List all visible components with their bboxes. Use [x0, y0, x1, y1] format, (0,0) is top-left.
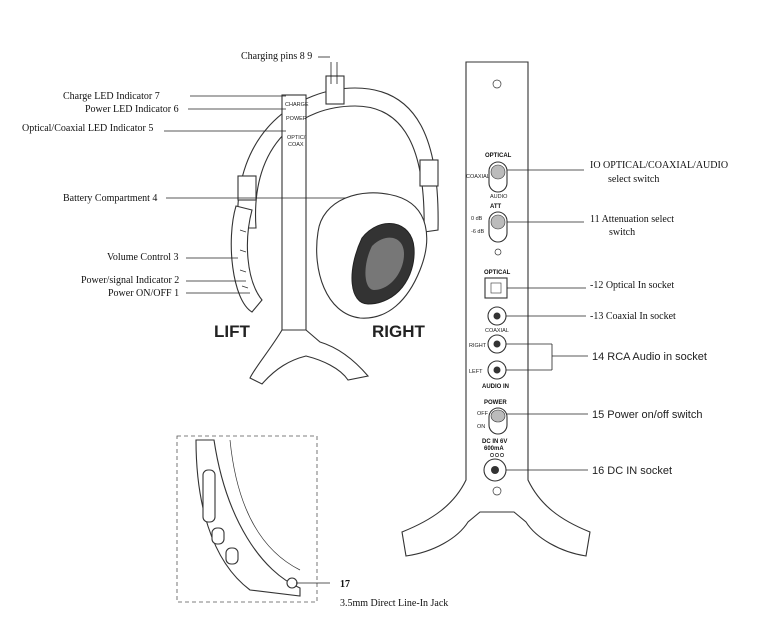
power-on-label: ON: [477, 424, 485, 430]
bottom-screw: [492, 486, 502, 496]
label-charging-pins: Charging pins 8 9: [241, 51, 312, 62]
optic-small-label: OPTIC/: [287, 135, 306, 141]
power-off-label: OFF: [477, 411, 489, 417]
label-optical-led: Optical/Coaxial LED Indicator 5: [22, 123, 153, 134]
label-power-led: Power LED Indicator 6: [85, 104, 179, 115]
coax-small-label: COAX: [288, 142, 304, 148]
label-power-switch: 15 Power on/off switch: [592, 409, 702, 421]
stand-base: [249, 329, 370, 385]
rca-left-label: LEFT: [469, 369, 483, 375]
label-battery: Battery Compartment 4: [63, 193, 157, 204]
label-charge-led: Charge LED Indicator 7: [63, 91, 160, 102]
inset-volume-control: [202, 469, 216, 523]
label-dc-in: 16 DC IN socket: [592, 465, 672, 477]
charge-small-label: CHARGE: [285, 102, 309, 108]
inset-button-2: [225, 547, 239, 565]
coaxial-switch-small: COAXIAL: [466, 174, 490, 180]
headphone-illustration: CHARGE POWER OPTIC/ COAX LIFT RIGHT: [214, 62, 439, 385]
stand-back-panel: OPTICAL COAXIAL AUDIO ATT 0 dB -6 dB OPT…: [401, 61, 591, 557]
label-power-onoff: Power ON/OFF 1: [108, 288, 179, 299]
charging-top: [325, 75, 345, 105]
volume-control: [239, 229, 249, 289]
label-coaxial-in: -13 Coaxial In socket: [590, 311, 676, 322]
att-header: ATT: [490, 204, 502, 210]
left-earcup: [230, 205, 263, 313]
power-small-label: POWER: [286, 116, 307, 122]
dc-ma-label: 600mA: [484, 446, 504, 452]
label-power-signal: Power/signal Indicator 2: [81, 275, 179, 286]
right-slider: [419, 159, 439, 187]
label-source-switch-2: select switch: [608, 174, 659, 185]
stand-leaders: [506, 169, 588, 471]
headphone-leaders: [164, 56, 346, 294]
label-jack-number: 17: [340, 579, 350, 590]
inset-frame: [176, 435, 318, 603]
dc-in-label: DC IN 6V: [482, 439, 507, 445]
power-header: POWER: [484, 400, 507, 406]
line-in-jack: [286, 577, 298, 589]
earpad-inner: [365, 237, 404, 290]
top-screw: [492, 79, 502, 89]
left-side-label: LIFT: [214, 322, 250, 341]
left-slider: [237, 175, 257, 201]
label-source-switch: IO OPTICAL/COAXIAL/AUDIO: [590, 160, 728, 171]
att-6db-label: -6 dB: [471, 229, 484, 235]
coaxial-socket-label: COAXIAL: [485, 328, 509, 334]
label-jack-text: 3.5mm Direct Line-In Jack: [340, 598, 448, 609]
rca-right-label: RIGHT: [469, 343, 487, 349]
label-optical-in: -12 Optical In socket: [590, 280, 674, 291]
audio-switch-small: AUDIO: [490, 194, 508, 200]
optical-socket-header: OPTICAL: [484, 270, 511, 276]
label-attenuation-2: switch: [609, 227, 635, 238]
inset-detail: [176, 435, 330, 603]
label-attenuation: 11 Attenuation select: [590, 214, 674, 225]
label-rca-audio: 14 RCA Audio in socket: [592, 351, 707, 363]
inset-button: [211, 527, 225, 545]
audio-in-label: AUDIO IN: [482, 384, 509, 390]
label-volume: Volume Control 3: [107, 252, 178, 263]
right-side-label: RIGHT: [372, 322, 426, 341]
indicator-dot: [494, 248, 502, 256]
att-0db-label: 0 dB: [471, 216, 483, 222]
inset-earcup-edge: [195, 439, 301, 597]
optical-switch-header: OPTICAL: [485, 153, 512, 159]
